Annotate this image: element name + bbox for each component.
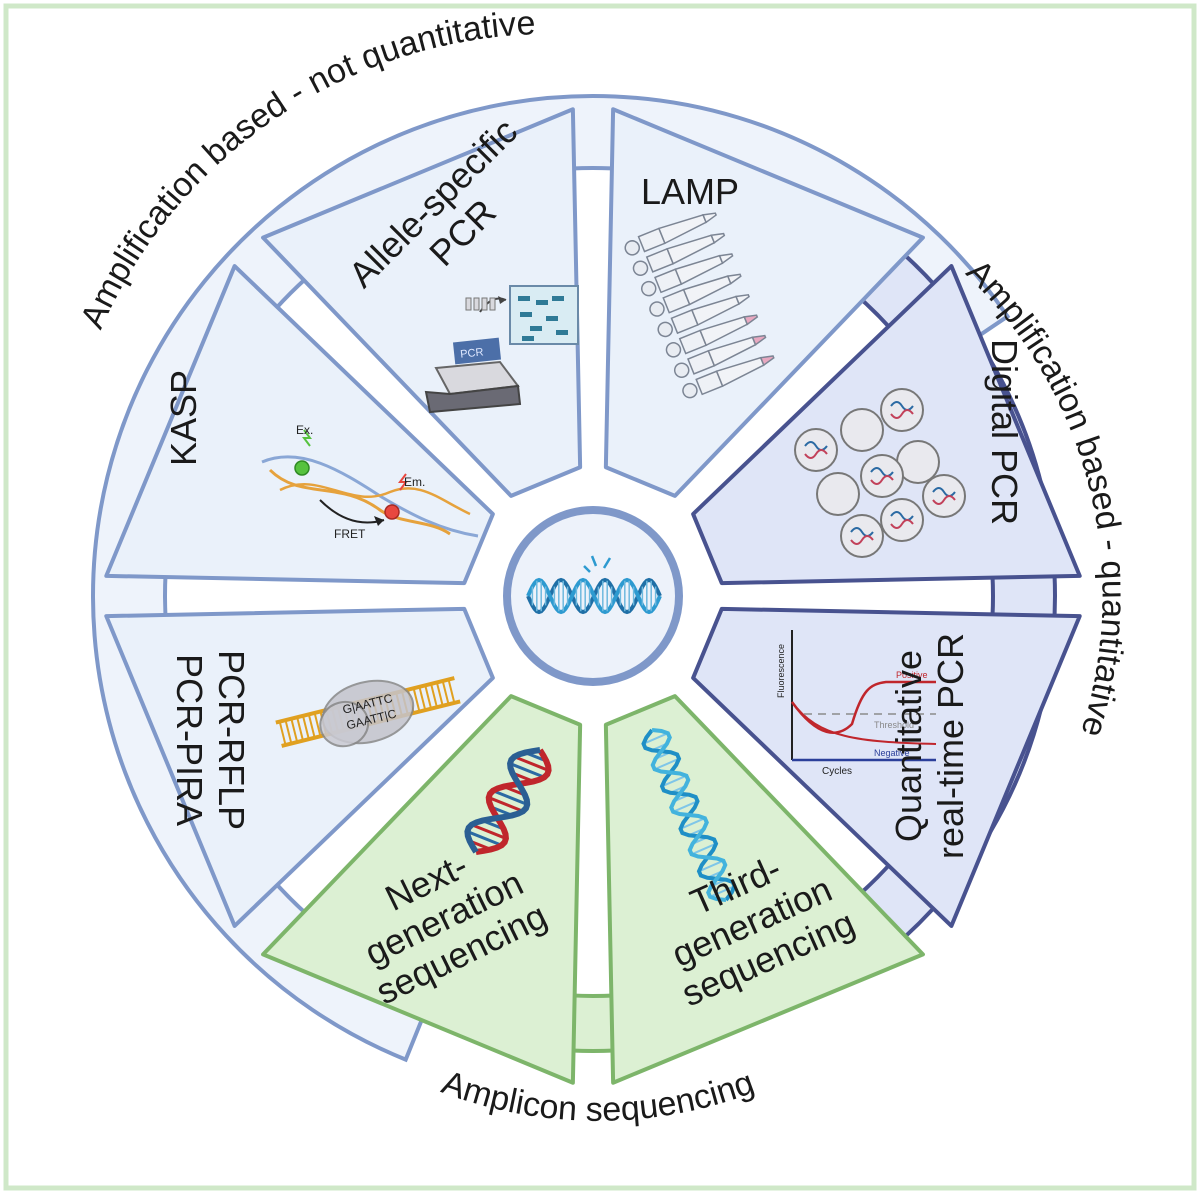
excitation-label: Ex. [296, 423, 313, 437]
device-label: PCR [460, 346, 484, 360]
segment-lamp [603, 107, 925, 498]
restriction-enzyme-icon: G|AATTC GAATT|C [275, 676, 461, 748]
amplification-curve-icon: Fluorescence Cycles Positive Threshold N… [776, 630, 937, 777]
segment-label-digital-pcr: Digital PCR [984, 339, 1025, 525]
segments [104, 107, 1082, 1085]
fret-probe-icon: Ex. Em. FRET [261, 423, 479, 541]
pcr-tube-strip-icon [624, 212, 775, 399]
segment-label-rflp: PCR-RFLPPCR-PIRA [169, 650, 252, 830]
ring-label-amplicon: Amplicon sequencing [437, 1063, 759, 1129]
dna-helix-icon [641, 728, 737, 902]
segment-label-kasp: KASP [163, 370, 204, 466]
frame-border [3, 3, 1197, 1191]
thermocycler-icon: PCR [424, 285, 579, 414]
segment-label-lamp: LAMP [641, 171, 739, 212]
plot-xlabel: Cycles [822, 766, 852, 777]
dna-icon [526, 555, 662, 615]
emission-label: Em. [404, 475, 425, 489]
threshold-label: Threshold [874, 720, 914, 730]
plot-ylabel: Fluorescence [776, 644, 786, 698]
positive-label: Positive [896, 670, 928, 680]
droplet-partitions-icon [794, 388, 966, 558]
negative-label: Negative [874, 748, 910, 758]
segment-qpcr [691, 606, 1082, 928]
fret-label: FRET [334, 527, 366, 541]
segment-label-qpcr: Quantitativereal-time PCR [888, 633, 971, 859]
dna-double-helix-icon [464, 747, 552, 855]
